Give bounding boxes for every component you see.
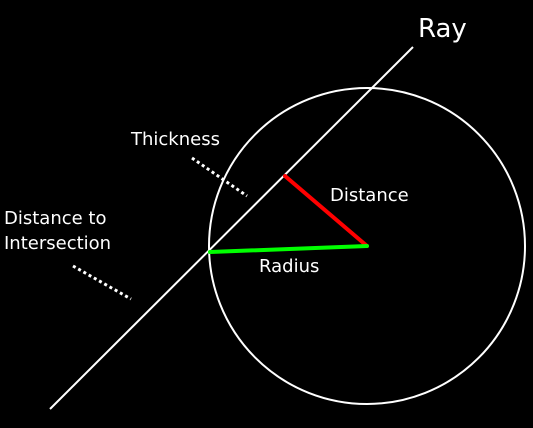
- ray-line: [49, 46, 414, 410]
- thickness-pointer: [191, 156, 248, 198]
- radius-label: Radius: [259, 256, 319, 277]
- distance-label: Distance: [330, 185, 409, 206]
- thickness-label: Thickness: [130, 129, 220, 150]
- radius-segment: [208, 244, 369, 254]
- distance-to-intersection-label-line1: Distance to: [4, 208, 107, 229]
- distance-to-intersection-label-line2: Intersection: [4, 233, 111, 254]
- distance-segment: [283, 174, 369, 248]
- sphere-circle: [208, 87, 526, 405]
- distance-to-intersection-pointer: [72, 264, 132, 301]
- ray-label: Ray: [418, 14, 467, 44]
